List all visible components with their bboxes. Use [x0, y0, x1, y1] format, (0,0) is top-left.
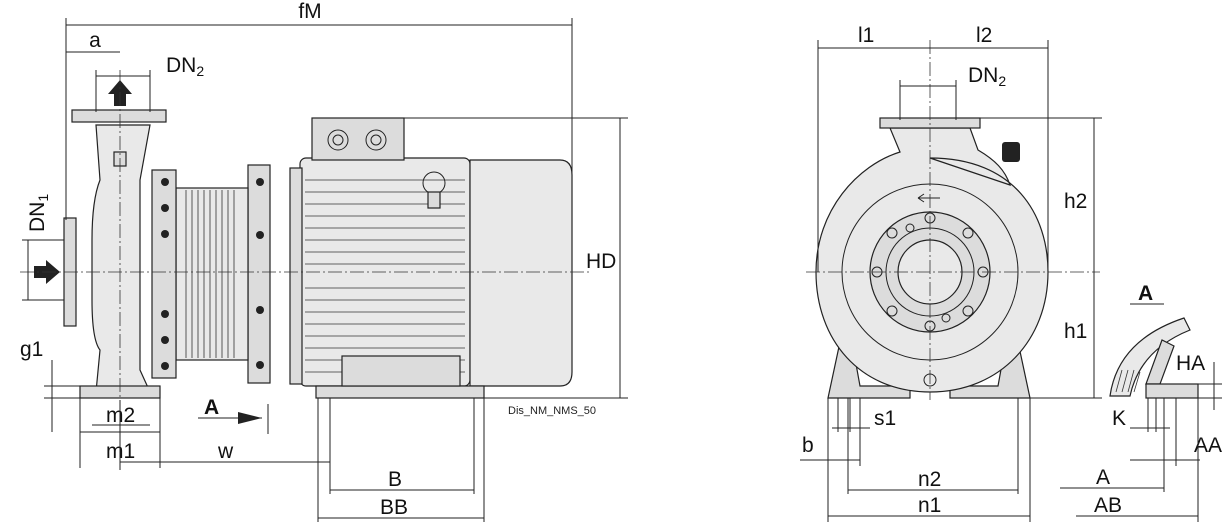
drawing-id: Dis_NM_NMS_50 — [508, 405, 596, 417]
label-w: w — [217, 440, 234, 463]
front-view: l1 l2 DN2 h2 h1 s1 b n2 n1 — [800, 24, 1102, 522]
label-l2: l2 — [976, 24, 992, 47]
detail-A: A HA K AA A AB — [1060, 282, 1222, 522]
label-AA: AA — [1194, 434, 1222, 457]
detail-hatching — [1115, 369, 1141, 393]
label-A: A — [1096, 466, 1110, 489]
label-l1: l1 — [858, 24, 874, 47]
label-n1: n1 — [918, 494, 941, 517]
label-detail-A: A — [1138, 282, 1153, 305]
coupling-guard-mesh — [185, 190, 235, 358]
label-a: a — [89, 29, 101, 52]
side-view: fM a DN2 DN1 HD g1 m2 m1 w — [20, 0, 628, 522]
label-h1: h1 — [1064, 320, 1087, 343]
label-n2: n2 — [918, 468, 941, 491]
label-K: K — [1112, 407, 1126, 430]
label-AB: AB — [1094, 494, 1122, 517]
label-BB: BB — [380, 496, 408, 519]
label-HD: HD — [586, 250, 616, 273]
vent-plug — [1002, 142, 1020, 162]
flange-bolts — [161, 178, 264, 370]
detail-foot — [1145, 383, 1199, 399]
label-dn2-front: DN2 — [968, 64, 1006, 89]
label-g1: g1 — [20, 338, 43, 361]
label-b: b — [802, 434, 814, 457]
motor-feet — [315, 385, 485, 399]
label-m2: m2 — [106, 404, 135, 427]
label-s1: s1 — [874, 407, 896, 430]
label-m1: m1 — [106, 440, 135, 463]
label-B: B — [388, 468, 402, 491]
cable-gland-1 — [327, 129, 349, 151]
pump-flange — [151, 169, 177, 379]
label-view-A: A — [204, 396, 219, 419]
lantern-flange — [247, 164, 271, 384]
discharge-flange — [71, 109, 167, 123]
terminal-box — [311, 117, 405, 161]
detail-casing-arc — [1109, 317, 1191, 397]
label-fM: fM — [298, 0, 321, 23]
label-HA: HA — [1176, 352, 1205, 375]
fan-cover — [469, 159, 573, 387]
label-dn2-side: DN2 — [166, 54, 204, 79]
coupling-guard — [175, 187, 249, 361]
cable-gland-2 — [365, 129, 387, 151]
label-dn1: DN1 — [26, 194, 51, 232]
label-h2: h2 — [1064, 190, 1087, 213]
